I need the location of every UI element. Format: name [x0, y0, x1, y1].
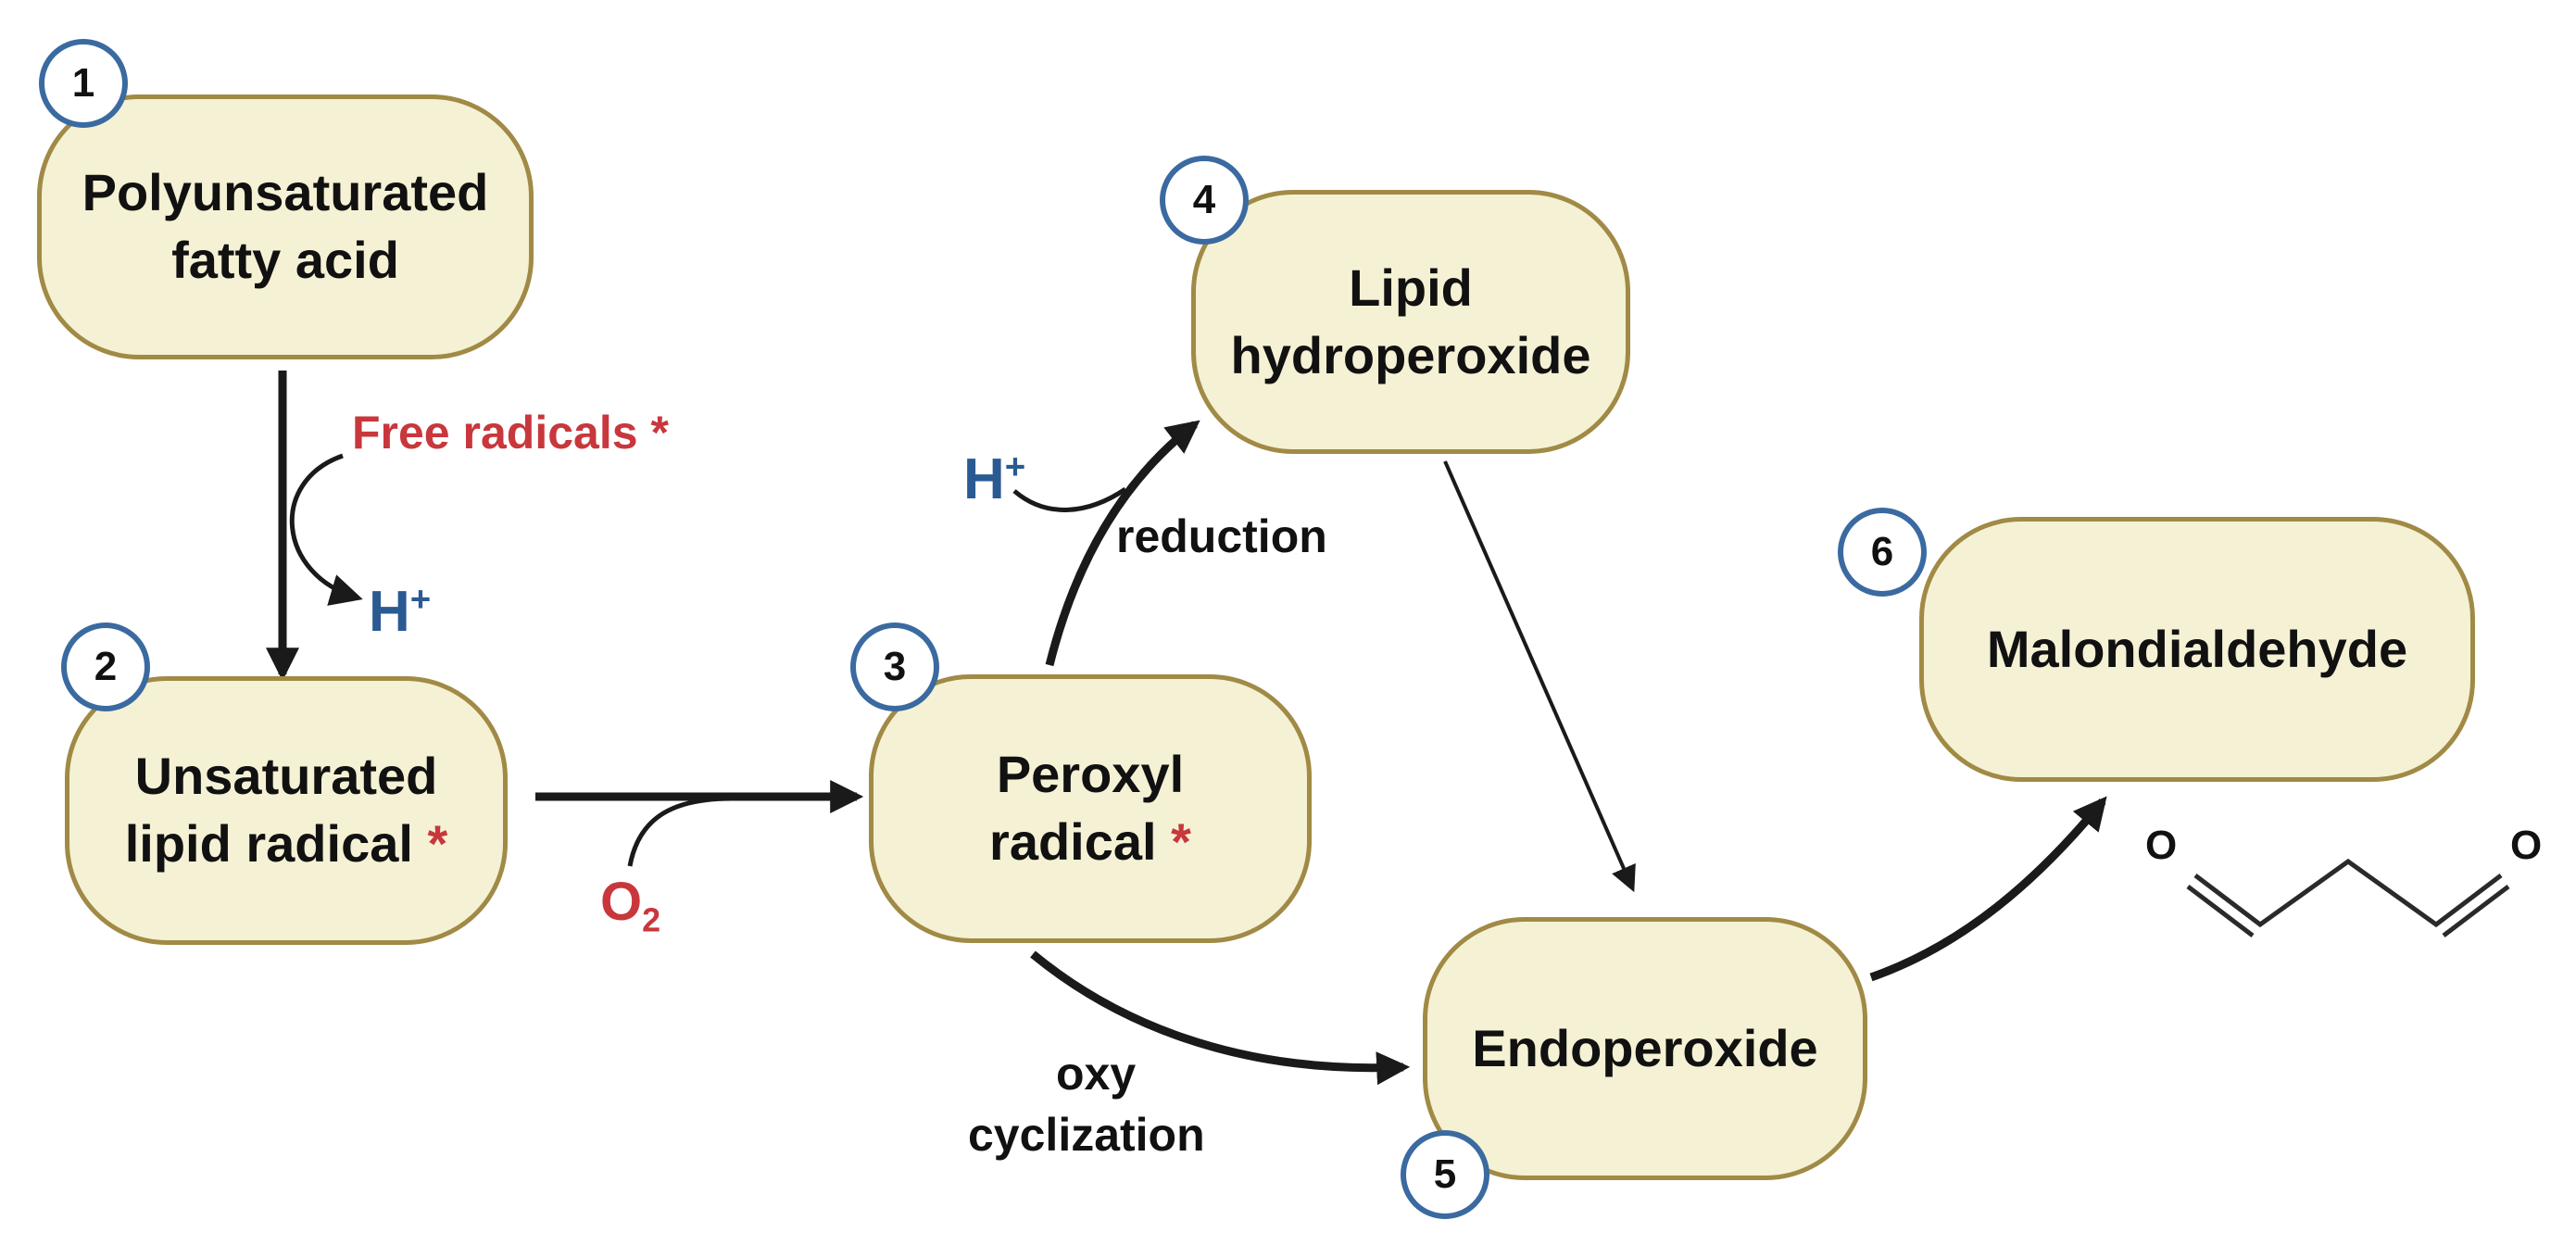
malondialdehyde-structure — [2186, 858, 2510, 937]
step-badge-1: 1 — [39, 39, 128, 128]
arrow-5-to-6 — [1869, 796, 2107, 982]
h-plus-label-2: H+ — [963, 446, 1025, 512]
radical-star-2: * — [427, 814, 448, 873]
arrow-3-to-4 — [1045, 420, 1200, 667]
o2-label: O2 — [600, 871, 660, 937]
node-2-line2: lipid radical — [124, 814, 413, 873]
radical-star-3: * — [1171, 812, 1191, 871]
arrow-h-curve — [1012, 486, 1127, 512]
arrow-4-to-5 — [1443, 460, 1636, 893]
h-plus-1-base: H — [369, 580, 410, 644]
node-1-line1: Polyunsaturated — [82, 163, 489, 222]
oxy-label: oxy — [1056, 1048, 1137, 1100]
h-plus-1-sup: + — [409, 579, 432, 620]
h-plus-2-base: H — [963, 447, 1005, 511]
node-unsaturated-lipid-radical: Unsaturated lipid radical * — [65, 676, 508, 945]
node-4-line2: hydroperoxide — [1230, 325, 1591, 384]
node-3-line2: radical — [989, 812, 1157, 871]
step-badge-6: 6 — [1838, 508, 1927, 597]
arrow-o2-curve — [627, 796, 733, 867]
node-4-line1: Lipid — [1349, 258, 1473, 317]
node-5-line1: Endoperoxide — [1472, 1018, 1818, 1077]
h-plus-2-sup: + — [1004, 446, 1026, 487]
o2-sub: 2 — [642, 900, 661, 939]
node-polyunsaturated-fatty-acid: Polyunsaturated fatty acid — [37, 94, 534, 359]
node-3-line1: Peroxyl — [996, 745, 1185, 804]
step-badge-2: 2 — [61, 622, 150, 711]
free-radicals-star: * — [650, 407, 669, 459]
node-2-line1: Unsaturated — [134, 747, 438, 806]
reduction-label: reduction — [1116, 510, 1327, 562]
node-malondialdehyde: Malondialdehyde — [1919, 517, 2475, 782]
free-radicals-text: Free radicals — [352, 407, 638, 459]
node-lipid-hydroperoxide: Lipid hydroperoxide — [1191, 190, 1630, 454]
h-plus-label-1: H+ — [369, 579, 431, 645]
free-radicals-label: Free radicals * — [352, 406, 669, 459]
cyclization-label: cyclization — [968, 1109, 1205, 1161]
o2-base: O — [600, 872, 643, 932]
node-1-line2: fatty acid — [171, 231, 399, 289]
node-endoperoxide: Endoperoxide — [1423, 917, 1867, 1180]
arrow-free-radicals-to-h — [289, 453, 363, 606]
step-badge-5: 5 — [1401, 1130, 1489, 1219]
node-peroxyl-radical: Peroxyl radical * — [869, 674, 1312, 943]
arrow-3-to-5 — [1030, 950, 1411, 1086]
node-6-line1: Malondialdehyde — [1986, 619, 2408, 678]
step-badge-3: 3 — [850, 622, 939, 711]
molecule-oxygen-left: O — [2145, 823, 2178, 868]
step-badge-4: 4 — [1160, 156, 1249, 245]
molecule-oxygen-right: O — [2510, 823, 2543, 868]
